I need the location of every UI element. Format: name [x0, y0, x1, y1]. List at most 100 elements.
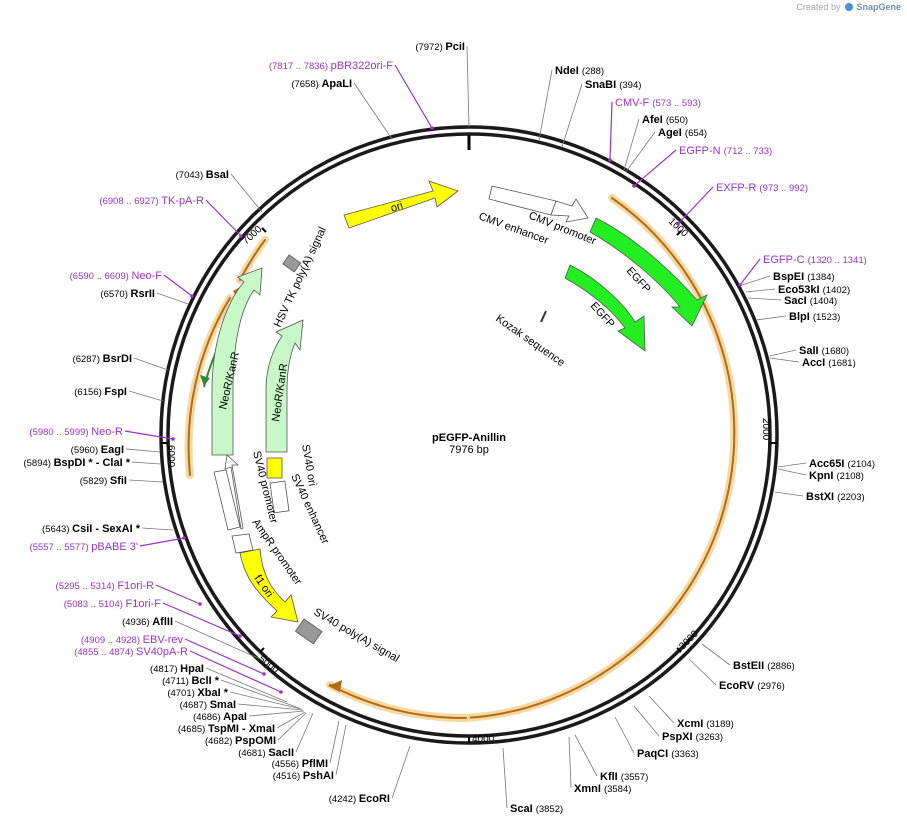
site-bsrdi-39-position: (6287): [73, 354, 103, 365]
primer-egfp-n-2-position: (712 .. 733): [724, 146, 773, 157]
site-sali-9-label: SalI (1680): [799, 345, 849, 357]
tick-marks: [161, 227, 777, 743]
site-tspmi-xmai-27-leader: [276, 711, 306, 729]
site-rsrii-40-name: RsrII: [131, 288, 155, 300]
site-xcmi-16-name: XcmI: [677, 718, 706, 730]
site-kfli-19-leader: [574, 734, 598, 777]
primer-ebv-rev-marker: [262, 672, 266, 676]
site-paqci-18-leader: [614, 716, 635, 754]
site-bspdi-clai-36: (5894) BspDI * - ClaI *: [23, 457, 161, 469]
site-paqci-18-name: PaqCI: [637, 748, 671, 760]
primer-neo-f-6-position: (6590 .. 6609): [70, 271, 132, 282]
primer-arc-sv40pa: [329, 684, 467, 720]
site-csii-sexai-34-leader: [141, 527, 174, 531]
primer-cmv-f-1-label: CMV-F (573 .. 593): [615, 97, 701, 109]
site-acc65i-11-name: Acc65I: [809, 458, 848, 470]
site-aflii-33: (4936) AflII: [122, 616, 261, 660]
site-xmni-20-position: (3584): [604, 784, 631, 795]
site-acc65i-11-label: Acc65I (2104): [809, 458, 875, 470]
site-ecori-22-label: (4242) EcoRI: [329, 793, 390, 805]
site-bsrdi-39: (6287) BsrDI: [73, 353, 169, 371]
primer-tk-pa-r-5-label: (6908 .. 6927) TK-pA-R: [99, 195, 204, 207]
site-apai-28-leader: [248, 710, 305, 717]
site-scai-21-position: (3852): [536, 804, 563, 815]
site-kfli-19: KflI (3557): [574, 734, 648, 783]
site-afei-3: AfeI (650): [623, 114, 688, 171]
site-sfii-35-name: SfiI: [110, 475, 127, 487]
site-bcli-31-leader: [220, 679, 300, 709]
ori-feature: [343, 180, 459, 229]
primer-f1ori-f-marker: [238, 634, 242, 638]
site-fspi-38: (6156) FspI: [74, 386, 164, 402]
site-ecorv-15: EcoRV (2976): [688, 658, 785, 692]
primer-neo-r-7-name: Neo-R: [91, 426, 123, 438]
site-rsrii-40-leader: [156, 292, 189, 305]
site-bsai-41-name: BsaI: [206, 169, 229, 181]
site-kpni-12-position: (2108): [837, 471, 864, 482]
primer-egfp-c-4-position: (1320 .. 1341): [808, 255, 867, 266]
primer-cmv-f-1: CMV-F (573 .. 593): [609, 97, 701, 161]
site-sfii-35-leader: [128, 479, 164, 483]
primer-ebv-rev-11-leader: [184, 638, 265, 675]
primer-f1ori-r-9: (5295 .. 5314) F1ori-R: [56, 580, 201, 605]
primer-pbabe-3-8-leader: [139, 537, 185, 547]
site-pflmi-24-name: PflMI: [302, 758, 328, 770]
primer-arc-neo: [187, 297, 231, 476]
site-snabi-2-leader: [561, 83, 583, 148]
site-kfli-19-label: KflI (3557): [600, 771, 648, 783]
site-smai-29-name: SmaI: [210, 699, 236, 711]
site-aflii-33-leader: [174, 620, 261, 660]
site-xbai-30-label: (4701) XbaI *: [167, 687, 228, 699]
site-xbai-30: (4701) XbaI *: [167, 687, 302, 710]
primer-egfp-n-marker: [632, 184, 636, 188]
site-pcii-0-name: PciI: [445, 41, 465, 53]
site-ndei-1-name: NdeI: [555, 65, 582, 77]
site-pspomi-26-label: (4682) PspOMI: [205, 735, 276, 747]
cmv-enhancer-feature: [488, 185, 557, 216]
site-bcli-31-name: BclI *: [191, 675, 219, 687]
site-pshai-23-label: (4516) PshAI: [273, 770, 334, 782]
site-bcli-31: (4711) BclI *: [162, 675, 300, 709]
ampr-promoter-feature: [231, 533, 254, 554]
site-acci-10: AccI (1681): [769, 357, 856, 369]
site-saci-7-leader: [747, 297, 782, 301]
primer-exfp-r-3-name: EXFP-R: [716, 182, 759, 194]
primer-neo-f-6-leader: [163, 274, 193, 297]
site-hpai-32-label: (4817) HpaI: [150, 663, 204, 675]
tick-label-6000: 6000: [165, 445, 176, 468]
site-agei-4-leader: [625, 131, 656, 173]
site-sacii-25-leader: [295, 712, 314, 753]
tick-mark-5000: [259, 647, 265, 653]
primer-exfp-r-3: EXFP-R (973 .. 992): [677, 182, 808, 225]
site-pflmi-24: (4556) PflMI: [272, 720, 340, 770]
site-ndei-1-label: NdeI (288): [555, 65, 604, 77]
neor-outer-feature: [211, 267, 263, 456]
site-pshai-23: (4516) PshAI: [273, 724, 347, 782]
primer-ebv-rev-11-name: EBV-rev: [143, 634, 184, 646]
site-acci-10-name: AccI: [802, 357, 828, 369]
kozak-feature: [540, 310, 547, 323]
site-pcii-0-leader: [466, 45, 470, 128]
site-xmni-20-label: XmnI (3584): [574, 783, 631, 795]
primer-f1ori-r-9-leader: [155, 584, 201, 605]
site-bspei-5-position: (1384): [807, 272, 834, 283]
primer-neo-f-6-name: Neo-F: [131, 270, 162, 282]
primer-cmv-f-1-leader: [609, 101, 613, 161]
site-smai-29-leader: [237, 703, 304, 711]
site-ecorv-15-label: EcoRV (2976): [719, 680, 785, 692]
site-smai-29: (4687) SmaI: [180, 699, 304, 711]
site-acci-10-leader: [769, 357, 800, 363]
ori-label: ori: [389, 200, 404, 215]
primer-cmv-f-1-name: CMV-F: [615, 97, 652, 109]
primer-f1ori-f-10: (5083 .. 5104) F1ori-F: [64, 598, 241, 637]
sv40-polya-label: SV40 poly(A) signal: [312, 606, 402, 665]
site-pcii-0-label: (7972) PciI: [415, 41, 465, 53]
site-acci-10-label: AccI (1681): [802, 357, 856, 369]
site-snabi-2-label: SnaBI (394): [585, 79, 641, 91]
site-hpai-32-position: (4817): [150, 664, 180, 675]
snapgene-credit: Created by SnapGene: [796, 2, 901, 12]
sv40-ori-feature: [266, 457, 283, 479]
primer-ebv-rev-11: (4909 .. 4928) EBV-rev: [81, 634, 265, 675]
credit-prefix: Created by: [796, 2, 841, 12]
